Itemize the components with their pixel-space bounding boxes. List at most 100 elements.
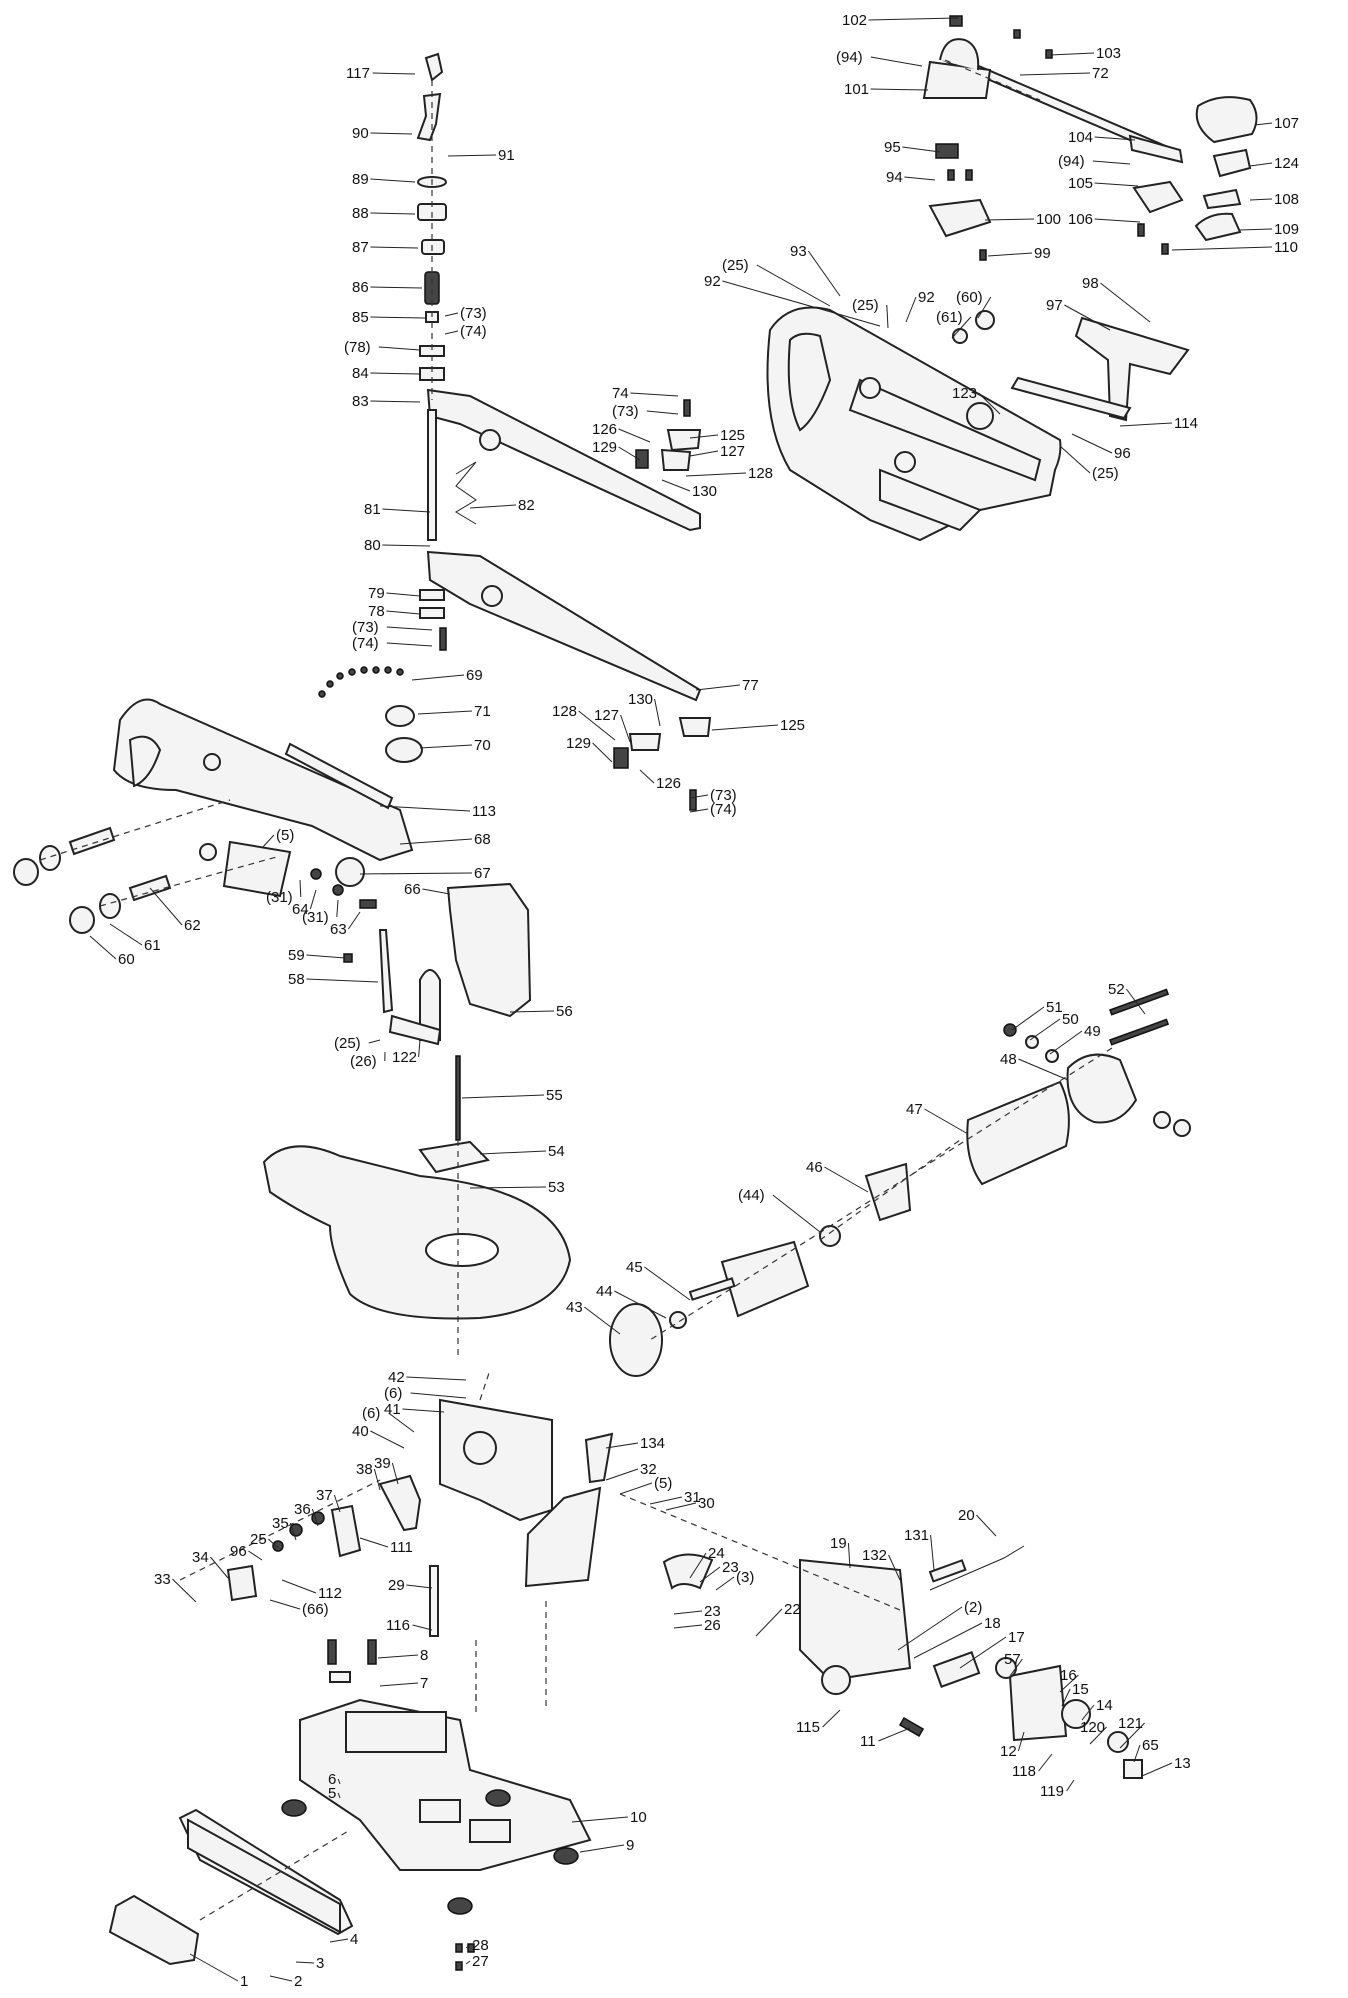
leader-line-56 bbox=[509, 1010, 555, 1013]
part-label-51: 51 bbox=[1046, 999, 1063, 1016]
leader-line-3a bbox=[715, 1576, 735, 1591]
assembly-axis-lines bbox=[39, 59, 1113, 1921]
part-label-2a: (2) bbox=[964, 1599, 982, 1616]
part-label-131: 131 bbox=[904, 1527, 929, 1544]
part-label-39: 39 bbox=[374, 1455, 391, 1472]
part-label-99: 99 bbox=[1034, 245, 1051, 262]
part-label-12: 12 bbox=[1000, 1743, 1017, 1760]
leader-line-92a bbox=[722, 280, 881, 327]
part-label-15: 15 bbox=[1072, 1681, 1089, 1698]
leader-line-32 bbox=[605, 1468, 639, 1481]
leader-line-25a bbox=[756, 264, 831, 307]
part-label-128a: 128 bbox=[748, 465, 773, 482]
part-label-123: 123 bbox=[952, 385, 977, 402]
part-label-6b: (6) bbox=[362, 1405, 380, 1422]
leader-line-35 bbox=[289, 1522, 297, 1541]
part-label-115: 115 bbox=[796, 1719, 820, 1736]
leader-line-4 bbox=[329, 1938, 349, 1943]
part-label-6a: (6) bbox=[384, 1385, 402, 1402]
part-label-80: 80 bbox=[364, 537, 381, 554]
part-label-42: 42 bbox=[388, 1369, 405, 1386]
leader-line-113 bbox=[379, 805, 471, 812]
leader-line-54 bbox=[479, 1150, 547, 1155]
part-label-34: 34 bbox=[192, 1549, 209, 1566]
leader-line-90 bbox=[370, 132, 413, 135]
part-label-95: 95 bbox=[884, 139, 901, 156]
leader-line-6c bbox=[337, 1778, 341, 1785]
leader-line-66b bbox=[269, 1599, 301, 1610]
part-label-71: 71 bbox=[474, 703, 491, 720]
leader-line-53 bbox=[469, 1186, 547, 1189]
part-label-25c: (25) bbox=[1092, 465, 1119, 482]
leader-line-96b bbox=[248, 1550, 263, 1561]
part-label-107: 107 bbox=[1274, 115, 1299, 132]
part-label-59: 59 bbox=[288, 947, 305, 964]
leader-line-128a bbox=[685, 472, 747, 477]
part-label-119: 119 bbox=[1040, 1783, 1064, 1800]
blade bbox=[455, 1055, 461, 1141]
leader-line-6b bbox=[388, 1412, 415, 1433]
leader-line-16 bbox=[1059, 1674, 1079, 1693]
leader-line-31b bbox=[336, 899, 339, 918]
part-label-94a: (94) bbox=[836, 49, 863, 66]
part-label-37: 37 bbox=[316, 1487, 333, 1504]
part-label-102: 102 bbox=[842, 12, 867, 29]
leader-line-130b bbox=[654, 698, 661, 727]
leader-line-106 bbox=[1094, 218, 1141, 223]
leader-line-1 bbox=[189, 1953, 239, 1982]
part-label-100: 100 bbox=[1036, 211, 1061, 228]
leader-line-88 bbox=[370, 212, 416, 215]
leader-line-82 bbox=[469, 504, 517, 509]
part-label-78a: (78) bbox=[344, 339, 371, 356]
part-label-19: 19 bbox=[830, 1535, 847, 1552]
part-label-73a: (73) bbox=[460, 305, 487, 322]
leader-line-6a bbox=[410, 1392, 467, 1399]
part-label-20: 20 bbox=[958, 1507, 975, 1524]
leader-line-70 bbox=[419, 744, 473, 749]
leader-line-77 bbox=[695, 684, 741, 691]
leader-line-59 bbox=[306, 954, 346, 959]
part-label-6c: 6 bbox=[328, 1771, 336, 1788]
leader-line-17 bbox=[959, 1636, 1007, 1669]
leader-line-74b bbox=[630, 392, 679, 397]
part-label-43: 43 bbox=[566, 1299, 583, 1316]
part-label-33: 33 bbox=[154, 1571, 171, 1588]
part-label-74b: 74 bbox=[612, 385, 629, 402]
part-label-105: 105 bbox=[1068, 175, 1093, 192]
part-label-82: 82 bbox=[518, 497, 535, 514]
leader-line-8 bbox=[377, 1654, 419, 1659]
part-label-2b: 2 bbox=[294, 1973, 302, 1990]
leader-line-39 bbox=[391, 1462, 399, 1485]
leader-line-74a bbox=[444, 330, 459, 335]
leader-line-85 bbox=[370, 316, 426, 319]
leader-line-34 bbox=[210, 1556, 229, 1579]
part-label-5c: 5 bbox=[328, 1785, 336, 1802]
part-label-17: 17 bbox=[1008, 1629, 1025, 1646]
leader-line-134 bbox=[605, 1442, 639, 1449]
part-label-58: 58 bbox=[288, 971, 305, 988]
leader-line-43 bbox=[584, 1306, 621, 1335]
leader-line-92b bbox=[905, 296, 917, 323]
leader-line-108 bbox=[1249, 198, 1273, 201]
part-label-31b: (31) bbox=[302, 909, 329, 926]
part-label-110: 110 bbox=[1274, 239, 1298, 256]
leader-line-94b bbox=[1092, 160, 1131, 165]
part-label-126a: 126 bbox=[592, 421, 617, 438]
leader-line-87 bbox=[370, 246, 419, 249]
part-label-49: 49 bbox=[1084, 1023, 1101, 1040]
leader-line-94a bbox=[870, 56, 923, 67]
leader-line-78b bbox=[386, 610, 421, 615]
part-label-104: 104 bbox=[1068, 129, 1093, 146]
leader-line-89 bbox=[370, 178, 416, 183]
part-label-87: 87 bbox=[352, 239, 369, 256]
part-label-94c: 94 bbox=[886, 169, 903, 186]
part-label-25e: 25 bbox=[250, 1531, 267, 1548]
part-label-108: 108 bbox=[1274, 191, 1299, 208]
part-label-103: 103 bbox=[1096, 45, 1121, 62]
leader-line-127a bbox=[689, 450, 719, 457]
leader-line-100 bbox=[984, 218, 1035, 221]
part-label-3b: 3 bbox=[316, 1955, 324, 1972]
part-label-101: 101 bbox=[844, 81, 869, 98]
part-label-121: 121 bbox=[1118, 1715, 1143, 1732]
part-label-120: 120 bbox=[1080, 1719, 1105, 1736]
